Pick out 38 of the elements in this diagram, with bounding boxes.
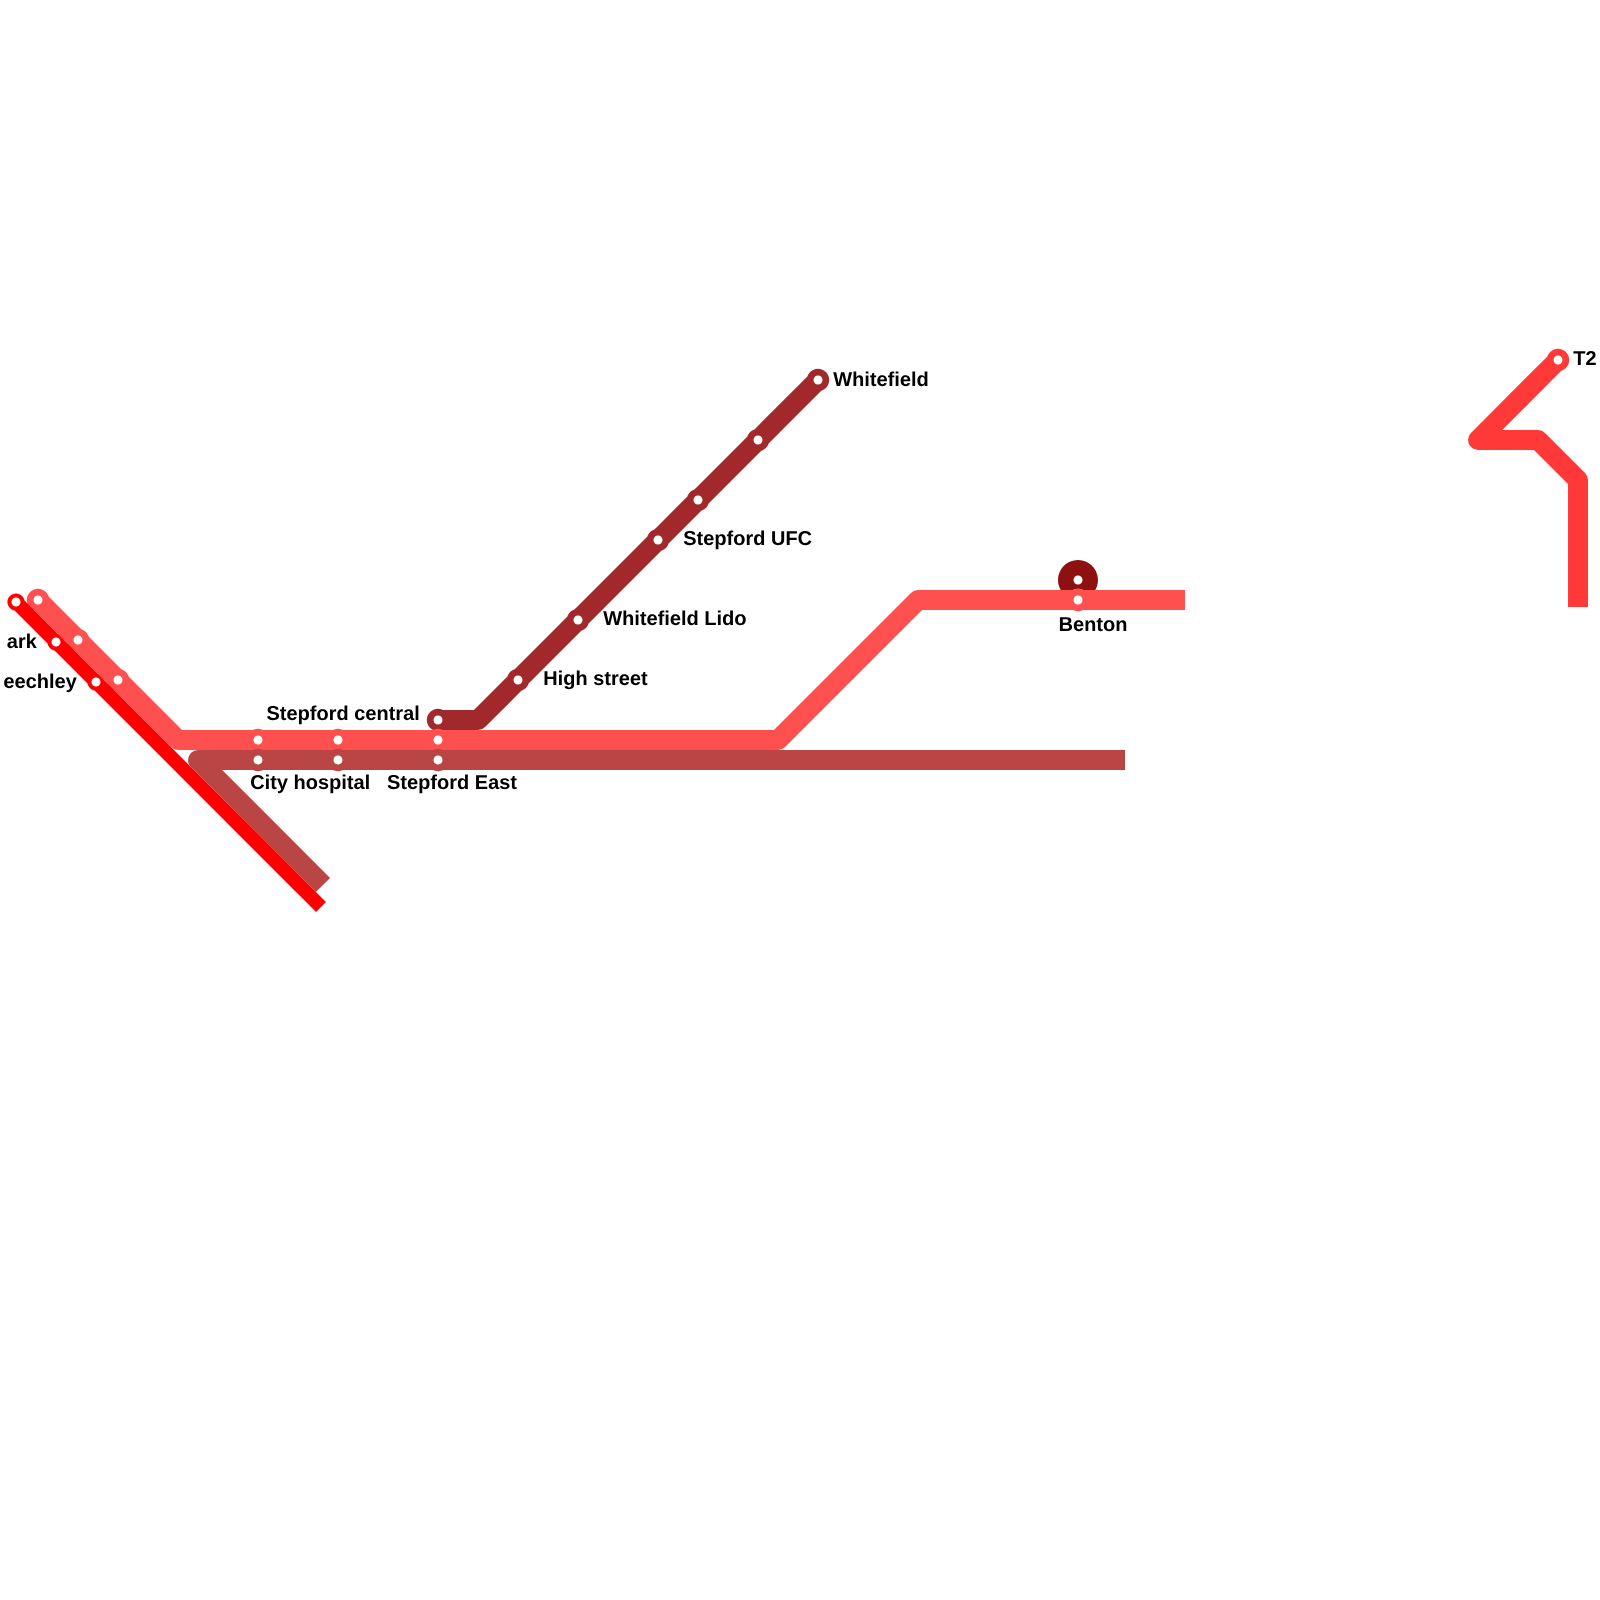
route-line [14, 600, 58, 644]
route-line [1083, 590, 1185, 610]
station-dot [686, 488, 710, 512]
route-line [1468, 356, 1588, 607]
station-name: Whitefield Lido [603, 610, 746, 626]
station-name: T2 [1573, 351, 1596, 365]
route-line [443, 750, 1125, 770]
station-dot [26, 588, 50, 612]
station-dot [66, 628, 90, 652]
route-line [74, 636, 122, 684]
route-line [443, 676, 522, 730]
station-dot [746, 428, 770, 452]
route-line [343, 730, 433, 750]
route-line [34, 596, 82, 644]
station-name: Benton [1059, 617, 1127, 632]
station-dot [106, 668, 130, 692]
route-line [514, 616, 582, 684]
station-dot [7, 593, 25, 611]
route-line [654, 496, 702, 544]
station-name: Stepford East [387, 774, 517, 794]
route-line [263, 730, 333, 750]
station-name: ark [7, 633, 37, 649]
station-name: eechley [4, 673, 77, 693]
route-line [694, 436, 762, 504]
route-line [54, 640, 98, 684]
station-name: City hospital [251, 774, 369, 794]
station-name: Stepford UFC [683, 530, 812, 550]
route-line [754, 376, 822, 444]
route-line [94, 680, 326, 912]
route-line [443, 590, 1073, 750]
route-line [343, 750, 433, 770]
route-line [114, 676, 253, 750]
route-line [574, 536, 662, 624]
station-name: Whitefield [833, 371, 928, 387]
route-line [263, 750, 333, 770]
station-name: Stepford central [267, 705, 419, 725]
route-line [188, 750, 331, 893]
station-name: High street [544, 670, 648, 690]
